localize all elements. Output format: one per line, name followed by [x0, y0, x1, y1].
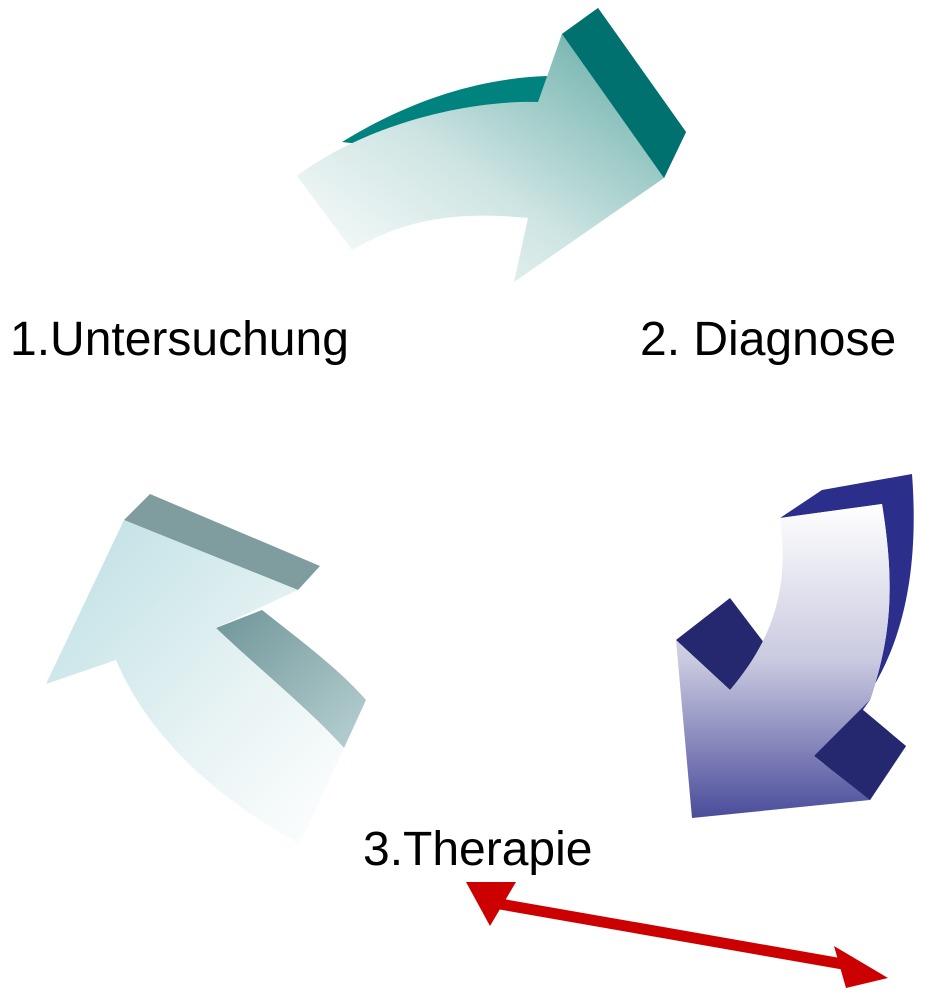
arrow-ice-face — [46, 520, 344, 844]
double-headed-arrow-icon — [466, 882, 888, 988]
arrow-navy-barb-left — [676, 598, 768, 690]
connector-shaft — [499, 898, 855, 972]
arrow-ice-cap — [124, 494, 320, 590]
connector-head-right — [834, 946, 888, 988]
curved-arrow-down-icon — [676, 474, 914, 818]
curved-arrow-right-icon — [297, 8, 686, 282]
connector-head-left — [466, 882, 516, 926]
step-3-label: 3.Therapie — [363, 823, 593, 876]
step-2-label: 2. Diagnose — [640, 313, 897, 366]
arrow-navy-face — [676, 504, 890, 818]
step-1-label: 1.Untersuchung — [10, 313, 349, 366]
arrow-ice-inner-side — [216, 610, 366, 748]
arrow-teal-cap — [562, 8, 686, 178]
arrow-teal-face — [297, 34, 664, 282]
curved-arrow-up-icon — [46, 494, 366, 844]
